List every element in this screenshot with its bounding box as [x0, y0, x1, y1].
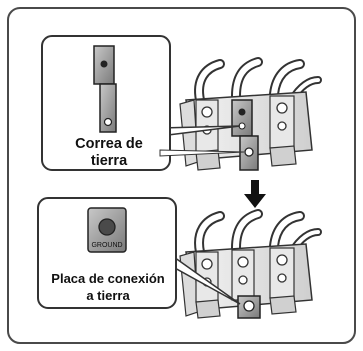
grounding-plate-icon: GROUND: [87, 207, 127, 253]
plate-label: Placa de conexión a tierra: [44, 270, 172, 304]
strap-label-line2: tierra: [90, 153, 128, 169]
ground-stamp-text: GROUND: [91, 242, 122, 249]
plate-label-line2: a tierra: [86, 288, 130, 303]
terminal-block-bottom: [179, 209, 322, 319]
installed-strap-top: [231, 99, 253, 137]
strap-callout: [41, 35, 241, 171]
down-arrow-icon: [244, 180, 266, 208]
grounding-strap-icon: [93, 45, 117, 133]
plate-label-line1: Placa de conexión: [51, 271, 165, 286]
plate-callout: GROUND: [37, 149, 245, 309]
strap-label-line1: Correa de: [75, 136, 143, 152]
strap-label: Correa de tierra: [54, 136, 164, 170]
